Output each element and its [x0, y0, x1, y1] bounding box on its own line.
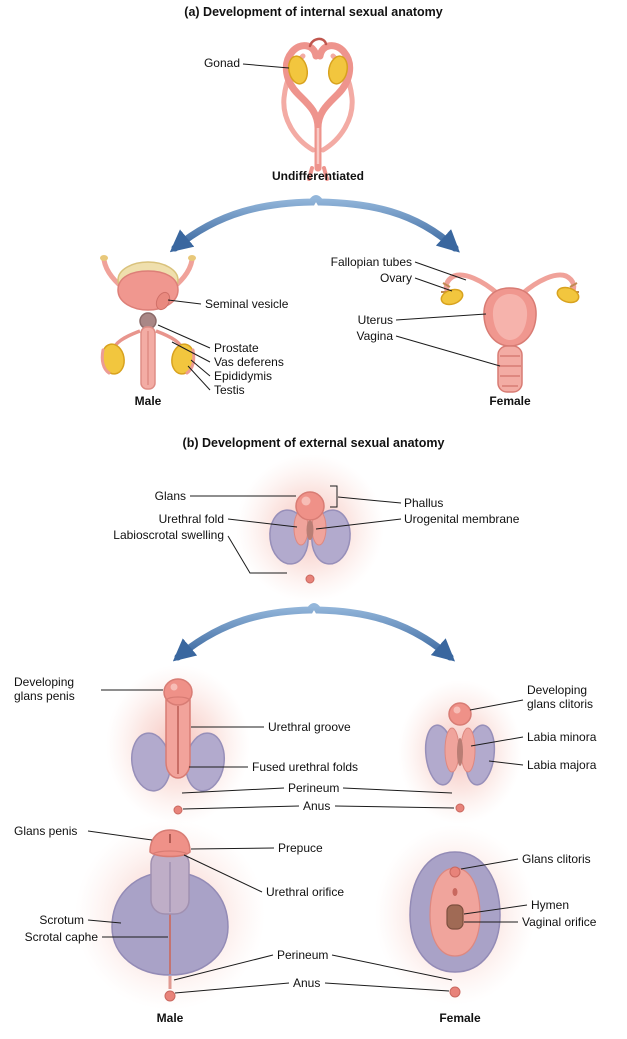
label-prepuce: Prepuce	[278, 841, 323, 855]
label-undifferentiated: Undifferentiated	[271, 169, 364, 183]
differentiation-arrow-external	[172, 603, 456, 662]
label-fused-urethral-folds: Fused urethral folds	[252, 760, 359, 774]
label-labioscrotal-swelling: Labioscrotal swelling	[113, 528, 224, 542]
label-perineum-mature: Perineum	[277, 948, 329, 962]
label-gonad: Gonad	[203, 56, 240, 70]
label-uterus: Uterus	[357, 313, 393, 327]
label-anus-developing: Anus	[303, 799, 331, 813]
caption-male-internal: Male	[134, 394, 162, 408]
label-urethral-groove: Urethral groove	[268, 720, 351, 734]
male-internal-figure	[100, 255, 196, 390]
caption-female-external: Female	[439, 1011, 481, 1025]
undifferentiated-external-figure	[236, 454, 384, 602]
phallus-bracket	[330, 485, 338, 508]
label-anus-mature: Anus	[293, 976, 321, 990]
female-external-figure	[375, 825, 535, 1005]
label-vagina: Vagina	[356, 329, 393, 343]
label-glans: Glans	[154, 489, 186, 503]
label-developing-glans-clitoris: Developing glans clitoris	[527, 683, 594, 712]
caption-male-external: Male	[156, 1011, 184, 1025]
label-testis: Testis	[214, 383, 245, 397]
undifferentiated-gonads-figure	[281, 37, 355, 181]
label-glans-clitoris: Glans clitoris	[522, 852, 591, 866]
label-vas-deferens: Vas deferens	[214, 355, 284, 369]
label-developing-glans-penis: Developing glans penis	[14, 675, 75, 704]
male-external-figure	[75, 820, 265, 1010]
label-vaginal-orifice: Vaginal orifice	[522, 915, 597, 929]
developing-male-external-figure	[106, 665, 250, 825]
female-internal-figure	[440, 272, 580, 393]
label-fallopian-tubes: Fallopian tubes	[330, 255, 412, 269]
label-urethral-orifice: Urethral orifice	[266, 885, 345, 899]
label-seminal-vesicle: Seminal vesicle	[205, 297, 289, 311]
label-hymen: Hymen	[531, 898, 570, 912]
label-glans-penis: Glans penis	[14, 824, 78, 838]
label-prostate: Prostate	[214, 341, 259, 355]
section-b-title: (b) Development of external sexual anato…	[182, 436, 445, 450]
label-ovary: Ovary	[379, 271, 412, 285]
label-phallus: Phallus	[404, 496, 444, 510]
section-a-title: (a) Development of internal sexual anato…	[184, 5, 443, 19]
developing-female-external-figure	[398, 680, 522, 824]
leader-lines	[87, 63, 528, 994]
label-urethral-fold: Urethral fold	[158, 512, 224, 526]
label-labia-majora: Labia majora	[527, 758, 597, 772]
differentiation-arrow-internal	[169, 195, 460, 253]
label-labia-minora: Labia minora	[527, 730, 597, 744]
label-perineum-developing: Perineum	[288, 781, 340, 795]
label-scrotal-raphe: Scrotal caphe	[24, 930, 98, 944]
label-urogenital-membrane: Urogenital membrane	[404, 512, 520, 526]
label-epididymis: Epididymis	[214, 369, 273, 383]
label-scrotum: Scrotum	[39, 913, 84, 927]
caption-female-internal: Female	[489, 394, 531, 408]
